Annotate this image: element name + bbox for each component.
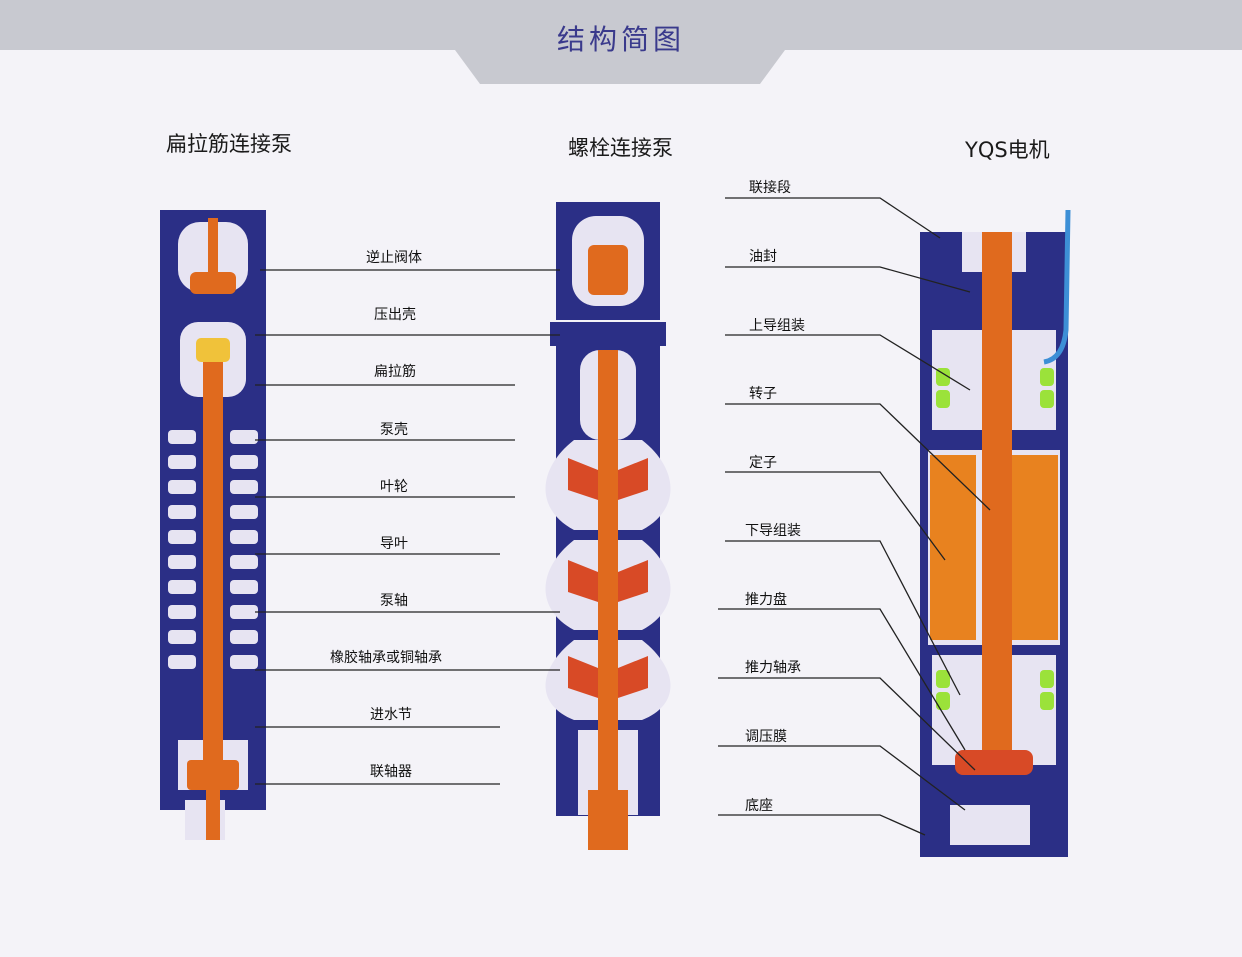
label-discharge-casing: 压出壳: [374, 307, 416, 323]
label-pump-casing: 泵壳: [380, 422, 408, 438]
label-thrust-disc: 推力盘: [745, 592, 787, 608]
label-pump-shaft: 泵轴: [380, 593, 408, 609]
label-impeller: 叶轮: [380, 479, 408, 495]
label-check-valve-body: 逆止阀体: [366, 250, 422, 266]
label-connection-section: 联接段: [749, 180, 791, 196]
label-lower-guide: 下导组装: [745, 523, 801, 539]
label-thrust-bearing: 推力轴承: [745, 660, 801, 676]
label-rotor: 转子: [749, 386, 777, 402]
label-tie-bar: 扁拉筋: [374, 364, 416, 380]
header-tab: [455, 50, 785, 84]
label-bearing: 橡胶轴承或铜轴承: [330, 650, 442, 666]
column-title-bolt-pump: 螺栓连接泵: [568, 136, 673, 160]
bolt-pump-diagram: [545, 202, 671, 850]
motor-diagram: [920, 209, 1071, 857]
column-title-tie-bar-pump: 扁拉筋连接泵: [166, 132, 292, 156]
label-upper-guide: 上导组装: [749, 318, 805, 334]
label-base: 底座: [745, 798, 773, 814]
label-coupling: 联轴器: [370, 764, 412, 780]
motor-leader-lines: [718, 197, 991, 836]
label-oil-seal: 油封: [749, 249, 777, 265]
header-banner: [0, 0, 1242, 50]
pump-leader-lines: [255, 269, 560, 785]
tie-bar-pump-diagram: [160, 210, 266, 840]
label-pressure-diaphragm: 调压膜: [745, 729, 787, 745]
label-guide-vane: 导叶: [380, 536, 408, 552]
column-title-motor: YQS电机: [965, 138, 1050, 162]
label-inlet-section: 进水节: [370, 707, 412, 723]
page-title: 结构简图: [556, 23, 685, 56]
label-stator: 定子: [749, 455, 777, 471]
